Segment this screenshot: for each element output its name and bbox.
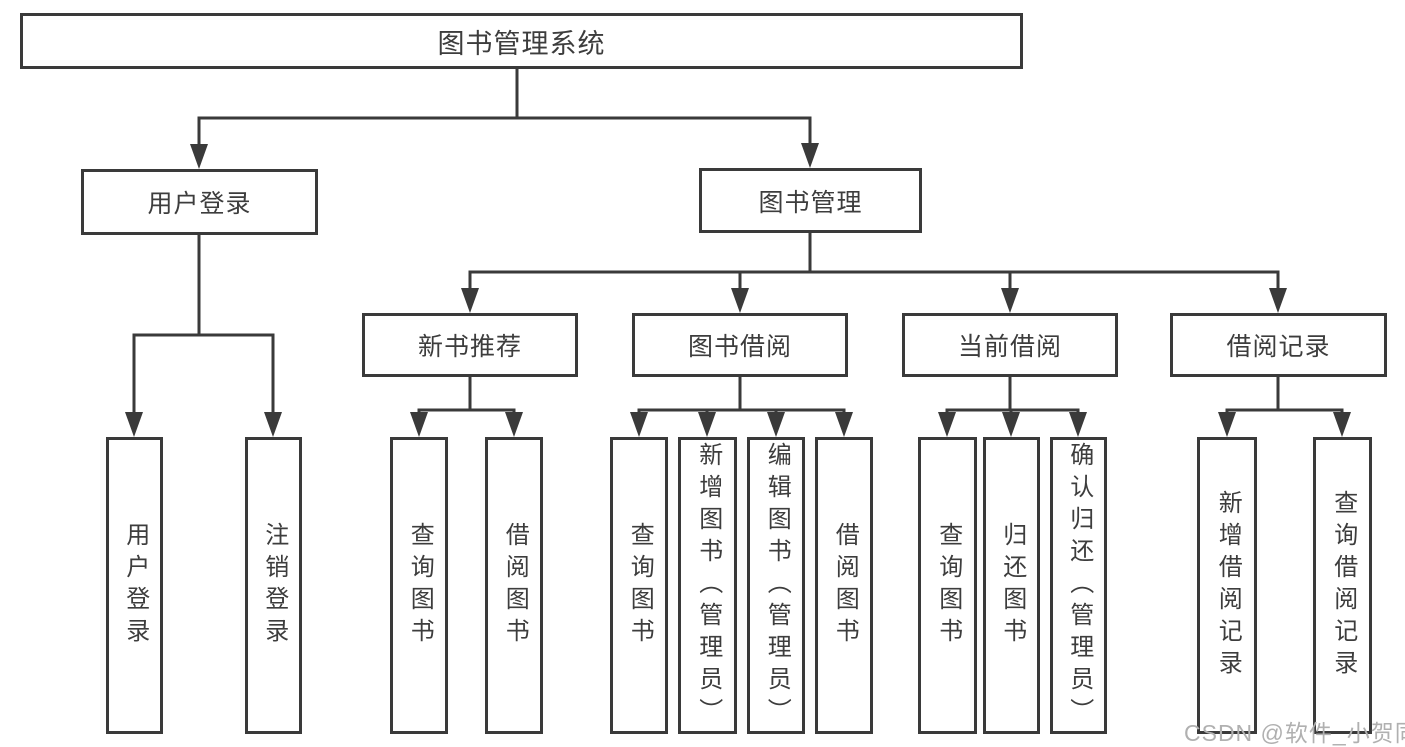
connector-book-borrow-arrowheads: [630, 412, 853, 437]
connector-new-book-arrowheads: [410, 412, 523, 437]
node-query-books-current: 查询图书: [918, 437, 977, 734]
node-borrow-books-borrowing: 借阅图书: [815, 437, 873, 734]
node-add-books-admin: 新增图书（管理员）: [678, 437, 737, 734]
node-book-borrowing-label: 图书借阅: [687, 333, 792, 361]
node-query-borrow-record-label: 查询借阅记录: [1329, 489, 1357, 682]
connector-root-arrowheads: [190, 143, 819, 169]
node-current-borrowing: 当前借阅: [902, 313, 1118, 377]
connector-book-borrow-children: [637, 377, 846, 418]
node-query-books-current-label: 查询图书: [934, 521, 962, 650]
node-return-books-label: 归还图书: [998, 521, 1026, 650]
node-confirm-return-admin-label: 确认归还（管理员）: [1065, 441, 1093, 730]
node-new-book-recommend-label: 新书推荐: [417, 333, 522, 361]
connector-current-borrow-arrowheads: [938, 412, 1087, 437]
node-user-login-branch-label: 用户登录: [147, 190, 252, 218]
node-add-borrow-record: 新增借阅记录: [1197, 437, 1257, 734]
connector-borrow-records-arrowheads: [1218, 412, 1351, 437]
node-borrow-books-recommend: 借阅图书: [485, 437, 543, 734]
node-new-book-recommend: 新书推荐: [362, 313, 578, 377]
connector-new-book-children: [417, 377, 516, 418]
node-edit-books-admin-label: 编辑图书（管理员）: [763, 441, 791, 730]
connector-user-login-arrowheads: [125, 412, 282, 437]
connector-level3-arrowheads: [461, 288, 1287, 313]
node-query-books-recommend: 查询图书: [390, 437, 448, 734]
node-query-books-borrowing: 查询图书: [610, 437, 668, 734]
node-confirm-return-admin: 确认归还（管理员）: [1050, 437, 1107, 734]
node-user-login-branch: 用户登录: [81, 169, 318, 235]
node-borrow-records: 借阅记录: [1170, 313, 1387, 377]
connector-current-borrow-children: [945, 377, 1080, 418]
connector-borrow-records-children: [1225, 375, 1344, 418]
node-book-borrowing: 图书借阅: [632, 313, 848, 377]
node-query-books-borrowing-label: 查询图书: [626, 521, 654, 650]
node-current-borrowing-label: 当前借阅: [957, 333, 1062, 361]
node-logout: 注销登录: [245, 437, 302, 734]
node-logout-label: 注销登录: [260, 521, 288, 650]
node-borrow-books-borrowing-label: 借阅图书: [831, 521, 859, 650]
node-query-books-recommend-label: 查询图书: [406, 521, 434, 650]
connector-book-mgmt-to-level3: [468, 233, 1280, 294]
node-query-borrow-record: 查询借阅记录: [1313, 437, 1372, 734]
connector-user-login-children: [132, 235, 275, 418]
node-borrow-books-recommend-label: 借阅图书: [501, 521, 529, 650]
node-library-system-label: 图书管理系统: [437, 28, 606, 59]
node-login-label: 用户登录: [121, 521, 149, 650]
node-library-system: 图书管理系统: [20, 13, 1023, 69]
connector-root-to-level2: [197, 67, 812, 150]
node-book-management-label: 图书管理: [758, 188, 863, 217]
csdn-watermark: CSDN @软件_小贺同学: [1184, 720, 1405, 746]
node-add-books-admin-label: 新增图书（管理员）: [694, 441, 722, 730]
node-book-management: 图书管理: [699, 168, 922, 233]
node-add-borrow-record-label: 新增借阅记录: [1214, 489, 1242, 682]
node-edit-books-admin: 编辑图书（管理员）: [747, 437, 805, 734]
node-login: 用户登录: [106, 437, 163, 734]
node-borrow-records-label: 借阅记录: [1226, 333, 1331, 361]
node-return-books: 归还图书: [983, 437, 1040, 734]
